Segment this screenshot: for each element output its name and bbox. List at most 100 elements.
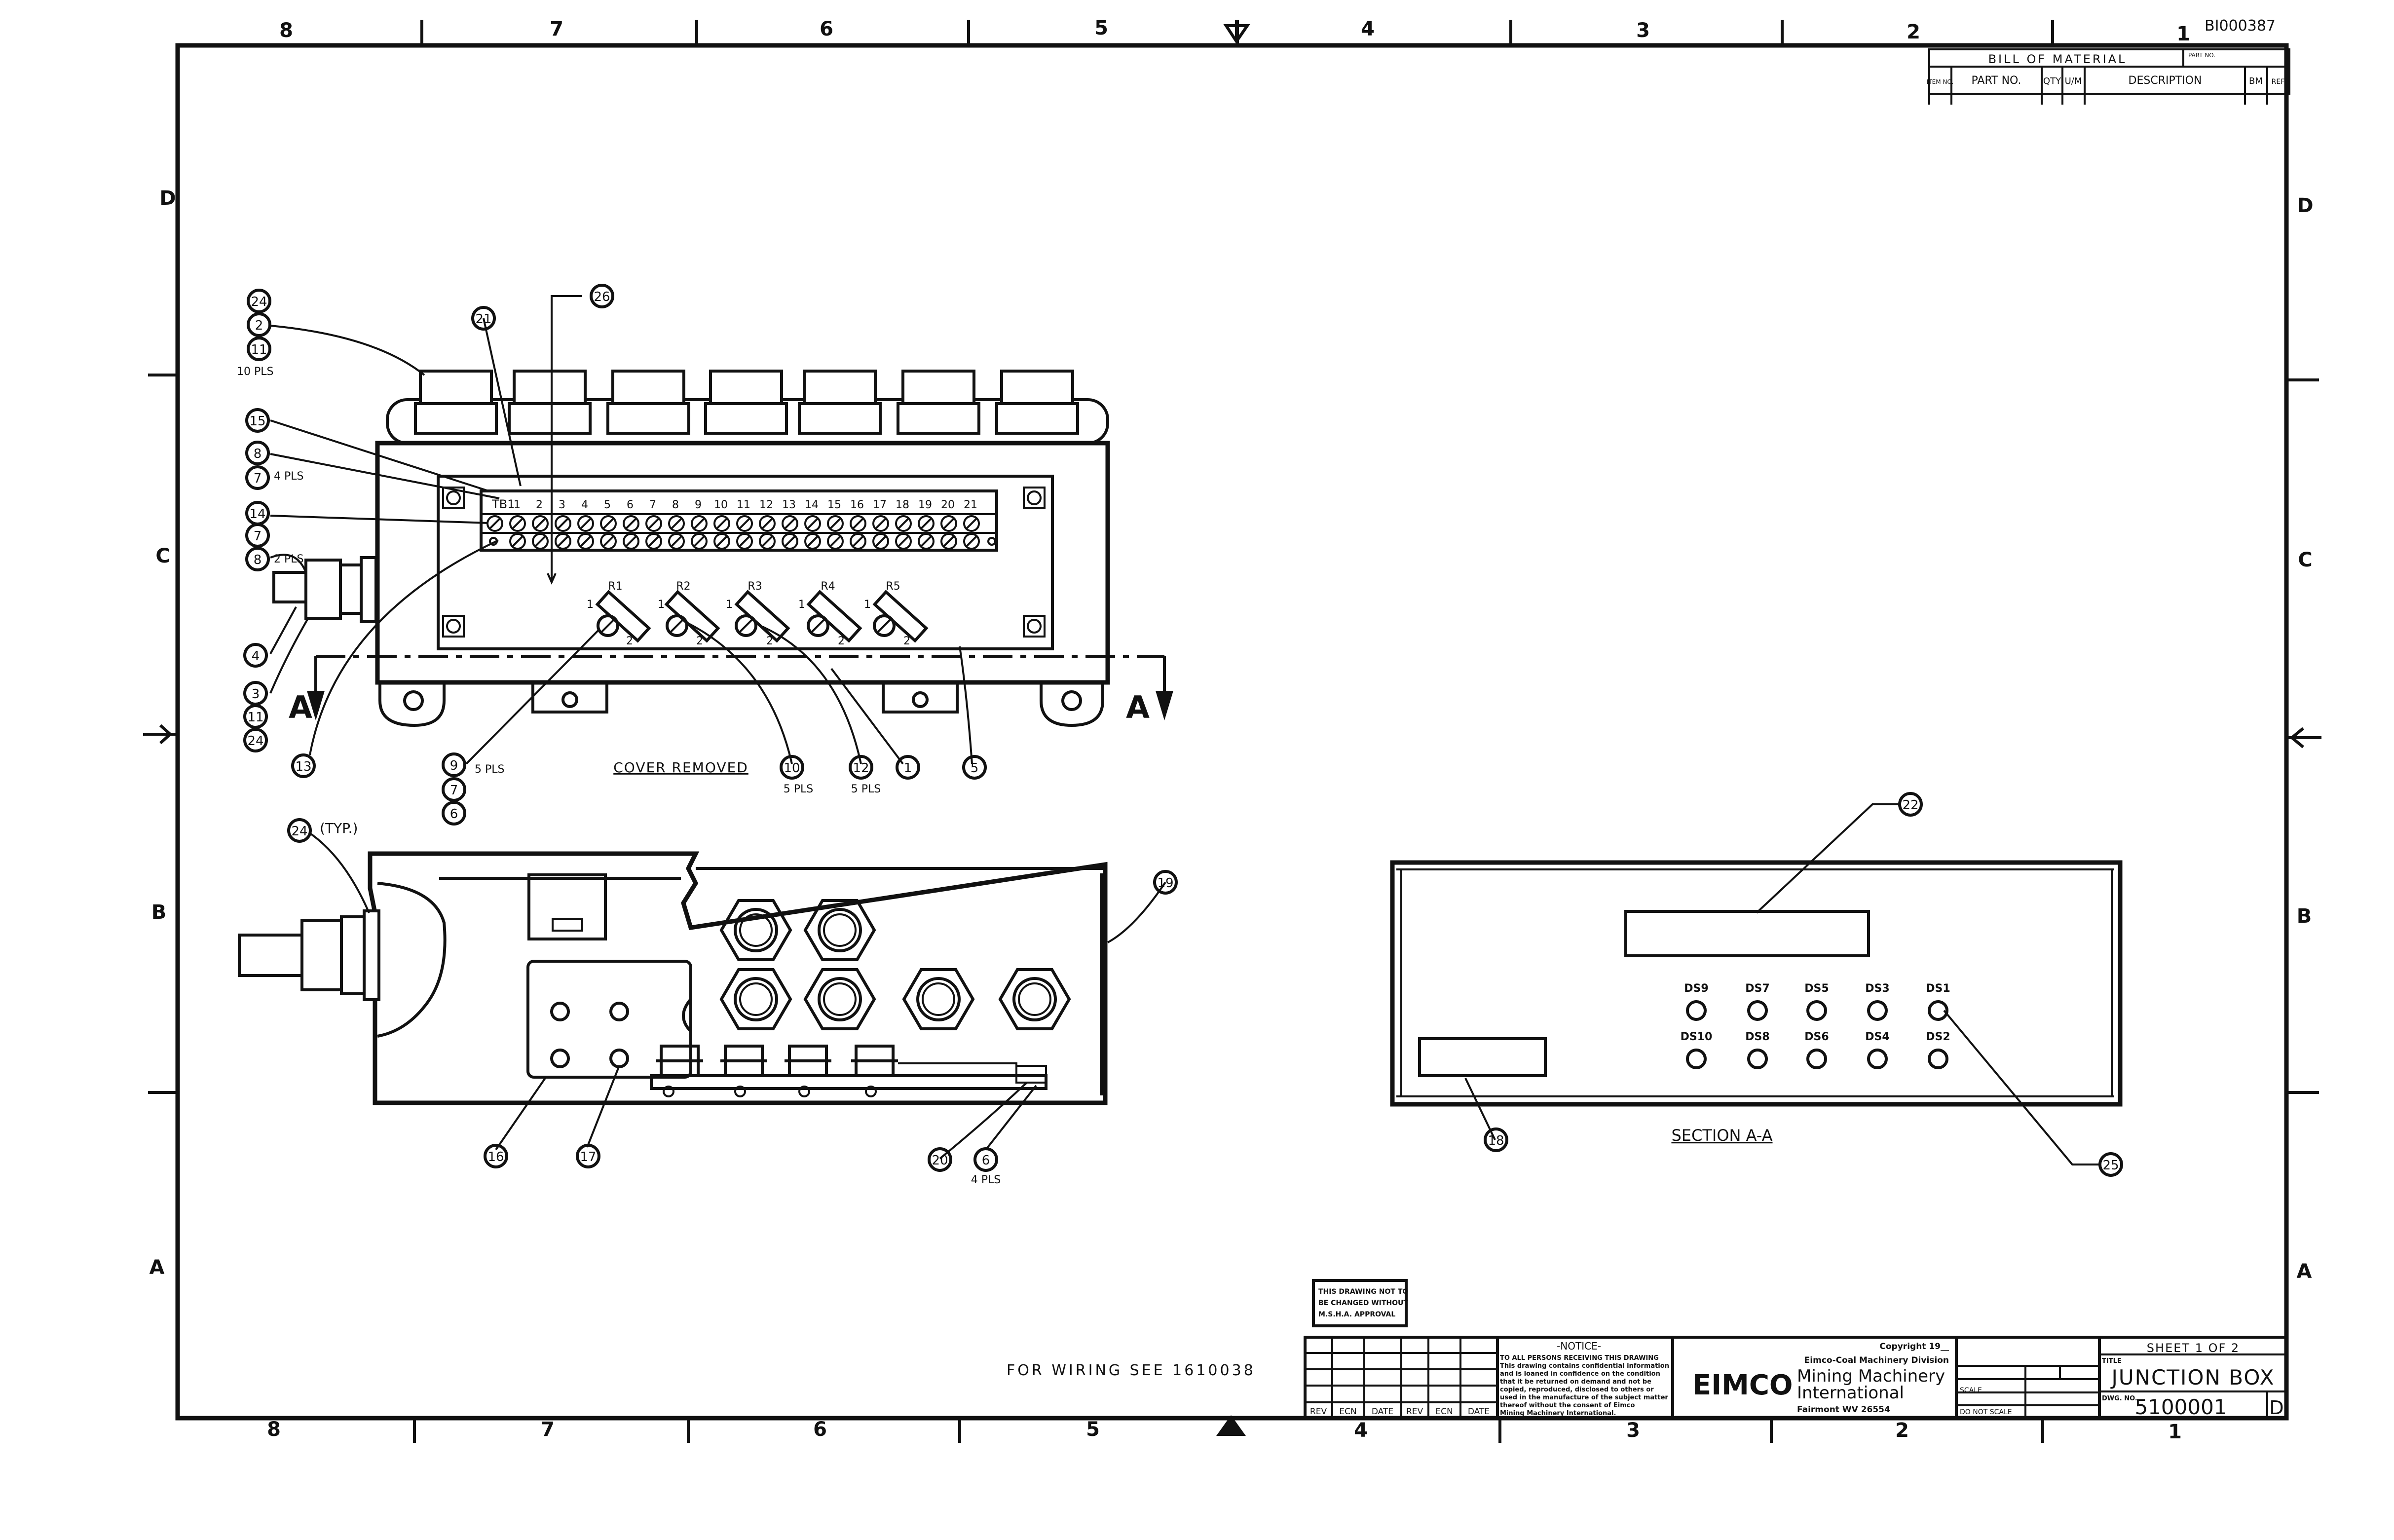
callout-typ: (TYP.): [320, 820, 358, 836]
terminal-screw-slot: [875, 535, 887, 547]
terminal-number: 21: [964, 499, 977, 511]
terminal-screw-slot: [512, 518, 524, 529]
terminal-screw: [918, 533, 935, 550]
callout-number: 11: [247, 710, 263, 725]
callout-balloon: [291, 753, 316, 778]
terminal-screw-slot: [829, 518, 841, 529]
zone-col-top: 8: [279, 19, 293, 42]
notice-block: -NOTICE- TO ALL PERSONS RECEIVING THIS D…: [1496, 1336, 1674, 1420]
callout-balloon: [896, 755, 920, 780]
lamp: [1867, 1049, 1888, 1069]
terminal-number: 19: [918, 499, 932, 511]
zone-row-right: D: [2297, 194, 2313, 217]
terminal-screw: [782, 515, 798, 532]
terminal-screw-slot: [602, 535, 614, 547]
terminal-screw: [827, 533, 844, 550]
terminal-screw-slot: [716, 518, 728, 529]
terminal-number: 4: [581, 499, 588, 511]
terminal-screw-slot: [852, 535, 864, 547]
resistor-label: R1: [608, 580, 622, 593]
callout-number: 7: [254, 471, 262, 486]
callout-number: 12: [853, 761, 869, 776]
terminal-screw-slot: [671, 535, 682, 547]
terminal-number: 6: [627, 499, 634, 511]
terminal-number: 20: [941, 499, 955, 511]
zone-col-top: 6: [820, 18, 833, 40]
terminal-screw-slot: [920, 535, 932, 547]
rev-header: ECN: [1339, 1407, 1356, 1417]
terminal-screws: [486, 515, 980, 550]
side-view: [238, 851, 1108, 1105]
zone-row-right: B: [2297, 905, 2312, 928]
callout-balloon: [471, 306, 496, 331]
rev-header: DATE: [1372, 1407, 1393, 1417]
terminal-screw: [713, 533, 730, 550]
lamp-label: DS9: [1684, 982, 1708, 995]
terminal-number: 13: [782, 499, 796, 511]
terminal-screw: [940, 533, 957, 550]
callout-number: 10: [784, 761, 800, 776]
scale-label: SCALE: [1960, 1387, 1982, 1394]
terminal-number: 15: [827, 499, 841, 511]
lamp: [1747, 1049, 1768, 1069]
resistor-r4: R4 1 2: [798, 580, 862, 647]
callout-number: 26: [594, 290, 610, 304]
notice-line: This drawing contains confidential infor…: [1500, 1362, 1669, 1370]
resistor-r5: R5 1 2: [864, 580, 929, 647]
terminal-screw: [555, 533, 571, 550]
callout-number: 3: [252, 687, 260, 702]
terminal-screw: [577, 533, 594, 550]
terminal-screw-slot: [943, 518, 955, 529]
callout-balloon: [247, 312, 271, 337]
callout-balloon: [1484, 1127, 1508, 1152]
callout-number: 18: [1488, 1133, 1504, 1148]
terminal-screw-slot: [784, 518, 796, 529]
callout-balloon: [484, 1144, 508, 1168]
terminal-screw-slot: [739, 535, 750, 547]
terminal-screw-slot: [966, 535, 977, 547]
callout-balloon: [849, 755, 873, 780]
terminal-screw: [827, 515, 844, 532]
company-location: Fairmont WV 26554: [1797, 1405, 1890, 1415]
lamp-label: DS6: [1804, 1031, 1829, 1043]
terminal-screw: [963, 533, 980, 550]
rev-header: ECN: [1435, 1407, 1453, 1417]
terminal-screw: [623, 515, 639, 532]
terminal-screw: [918, 515, 935, 532]
notice-line: copied, reproduced, disclosed to others …: [1500, 1386, 1654, 1393]
nameplate: [1418, 1037, 1547, 1077]
terminal-screw: [509, 533, 526, 550]
mounting-feet: [378, 681, 1104, 727]
terminal-screw: [804, 533, 821, 550]
bom-title: BILL OF MATERIAL: [1988, 52, 2127, 66]
terminal-screw-slot: [898, 518, 909, 529]
resistor-pin-label: 1: [798, 599, 805, 611]
zone-col-bottom: 2: [1895, 1419, 1909, 1442]
bom-um-header: U/M: [2065, 76, 2082, 86]
terminal-screw-slot: [580, 535, 592, 547]
lamp: [1806, 1049, 1827, 1069]
lamp-label: DS2: [1926, 1031, 1950, 1043]
terminal-screw: [555, 515, 571, 532]
drawing-number: 5100001: [2134, 1395, 2227, 1419]
copyright: Copyright 19__: [1879, 1342, 1949, 1352]
terminal-screw: [645, 515, 662, 532]
terminal-screw: [736, 533, 753, 550]
resistor-pin-label: 2: [626, 635, 633, 647]
terminal-number: 16: [850, 499, 864, 511]
callout-balloon: [245, 465, 270, 490]
callout-number: 14: [249, 507, 265, 522]
resistor-r2: R2 1 2: [658, 580, 720, 647]
terminal-screw: [872, 533, 889, 550]
lamp-label: DS3: [1865, 982, 1889, 995]
terminal-number: 17: [873, 499, 887, 511]
callout-balloon: [247, 337, 271, 361]
zone-row-left: C: [155, 545, 170, 567]
terminal-screw-slot: [648, 518, 660, 529]
terminal-number: 1: [514, 499, 521, 511]
terminal-block-tb1: TB1 1 2 3 4 5 6 7 8 9 10 11 12 13 14 15 …: [480, 489, 998, 552]
top-view-cover-removed: TB1 1 2 3 4 5 6 7 8 9 10 11 12 13 14 15 …: [272, 370, 1173, 776]
terminal-screw: [895, 515, 912, 532]
terminal-screw-slot: [920, 518, 932, 529]
callout-number: 4: [252, 649, 260, 664]
